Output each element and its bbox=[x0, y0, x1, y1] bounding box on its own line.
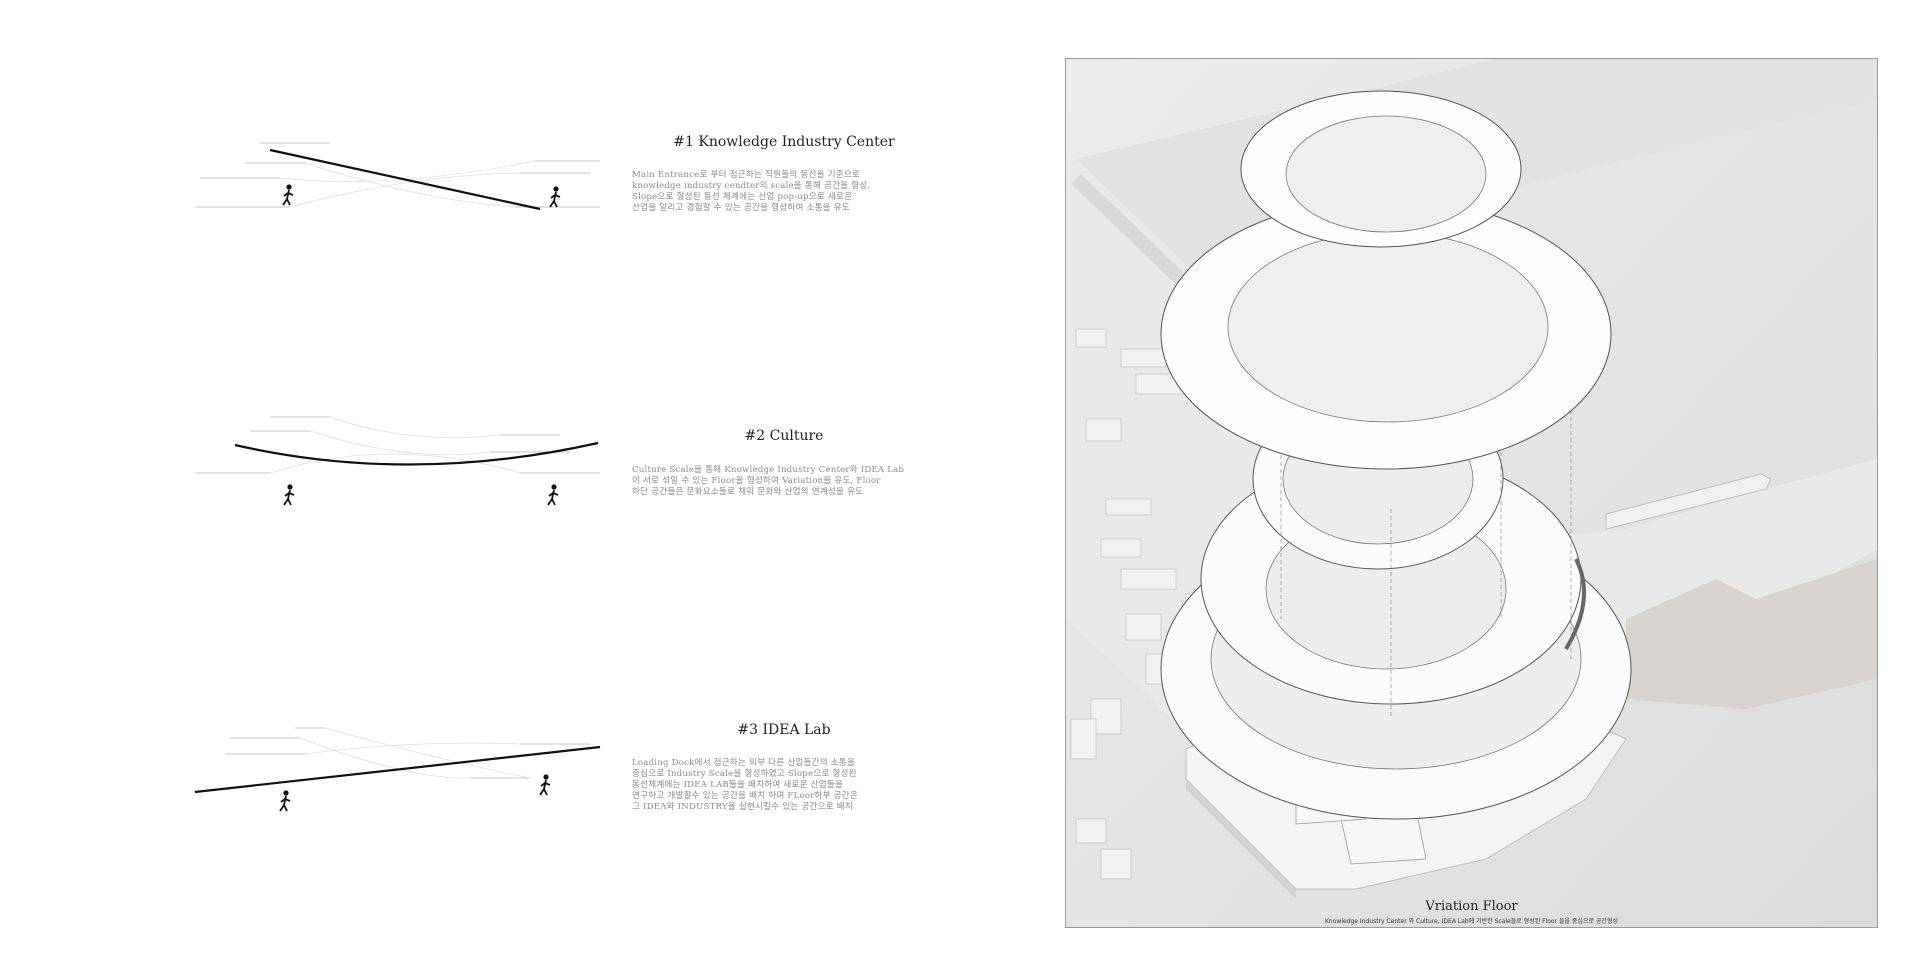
section-title: #3 IDEA Lab bbox=[737, 722, 831, 738]
description-line: Main Entrance로 부터 접근하는 직원들의 동선을 기준으로 bbox=[632, 170, 861, 180]
section-description: Loading Dock에서 접근하는 외부 다른 산업들간의 소통을 중심으로… bbox=[632, 758, 930, 813]
description-line: 이 서로 섞일 수 있는 Floor을 형성하여 Variation을 유도, … bbox=[632, 476, 881, 486]
render-caption: Knowledge Industry Center 와 Culture, IDE… bbox=[1325, 918, 1618, 925]
description-line: knowledge industry cendter의 scale을 통해 공간… bbox=[632, 181, 871, 191]
section-diagram-idea-lab bbox=[190, 720, 610, 830]
section-description: Main Entrance로 부터 접근하는 직원들의 동선을 기준으로 kno… bbox=[632, 170, 930, 214]
person-icon bbox=[283, 484, 295, 506]
description-line: Culture Scale을 통해 Knowledge Industry Cen… bbox=[632, 465, 905, 475]
person-icon bbox=[549, 186, 561, 208]
section-diagram-culture bbox=[190, 405, 610, 515]
exploded-floor-illustration bbox=[1066, 59, 1877, 927]
description-line: Loading Dock에서 접근하는 외부 다른 산업들간의 소통을 bbox=[632, 758, 856, 768]
axonometric-render: Vriation Floor Knowledge Industry Center… bbox=[1065, 58, 1878, 928]
description-line: 산업을 알리고 경험할 수 있는 공간을 형성하여 소통을 유도 bbox=[632, 203, 851, 213]
person-icon bbox=[279, 790, 291, 812]
section-description: Culture Scale을 통해 Knowledge Industry Cen… bbox=[632, 465, 930, 498]
description-line: Slope으로 형성된 동선 체계에는 산업 pop-up으로 새로운 bbox=[632, 192, 853, 202]
section-title: #2 Culture bbox=[744, 428, 824, 444]
render-title: Vriation Floor bbox=[1425, 899, 1518, 914]
description-line: 중심으로 Industry Scale을 형성하였고 Slope으로 형성된 bbox=[632, 769, 857, 779]
person-icon bbox=[282, 184, 294, 206]
person-icon bbox=[539, 774, 551, 796]
description-line: 동선체계에는 IDEA LAB들을 배치하여 새로운 산업들을 bbox=[632, 780, 844, 790]
description-line: 연구하고 개발할수 있는 공간을 배치 하며 FLoor하부 공간은 bbox=[632, 791, 858, 801]
description-line: 하단 공간들은 문화요소들로 채워 문화와 산업의 연계성을 유도 bbox=[632, 487, 864, 497]
description-line: 그 IDEA와 INDUSTRY을 실현시킬수 있는 공간으로 배치 bbox=[632, 802, 854, 812]
person-icon bbox=[547, 484, 559, 506]
section-title: #1 Knowledge Industry Center bbox=[673, 134, 895, 150]
section-diagram-knowledge bbox=[190, 135, 610, 245]
